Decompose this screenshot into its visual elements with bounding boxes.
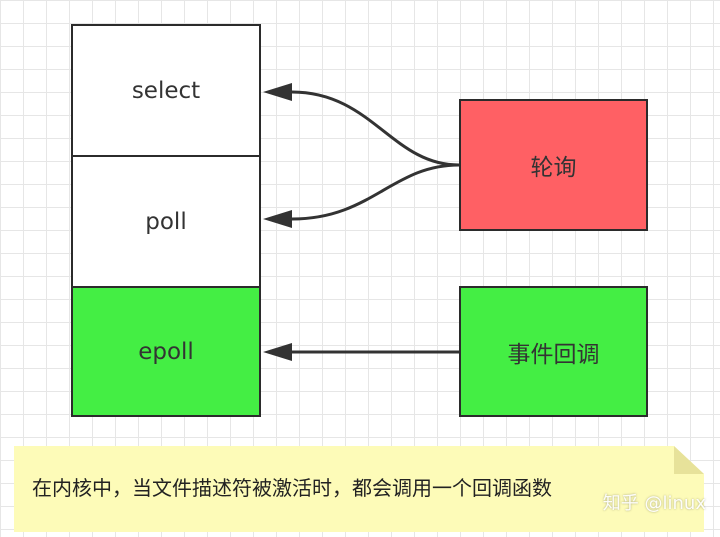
polling-label: 轮询: [530, 155, 577, 181]
arrowhead-epoll: [263, 343, 292, 361]
note-shape: [14, 446, 704, 532]
epoll-box: epoll: [71, 286, 261, 417]
select-label: select: [131, 77, 201, 104]
arrow-polling-to-select: [291, 90, 460, 167]
watermark: 知乎 @linux: [602, 493, 706, 514]
event-callback-label: 事件回调: [507, 341, 600, 368]
event-callback-box: 事件回调: [459, 286, 648, 417]
arrowhead-select: [263, 83, 292, 101]
arrowhead-poll: [263, 210, 292, 228]
select-box: select: [71, 24, 261, 157]
note-card: 在内核中，当文件描述符被激活时，都会调用一个回调函数: [14, 446, 704, 532]
arrow-polling-to-poll: [291, 163, 460, 221]
epoll-label: epoll: [138, 338, 194, 365]
poll-label: poll: [145, 208, 187, 235]
polling-box: 轮询: [459, 99, 648, 231]
note-text: 在内核中，当文件描述符被激活时，都会调用一个回调函数: [32, 476, 552, 500]
note-fold: [674, 446, 704, 474]
